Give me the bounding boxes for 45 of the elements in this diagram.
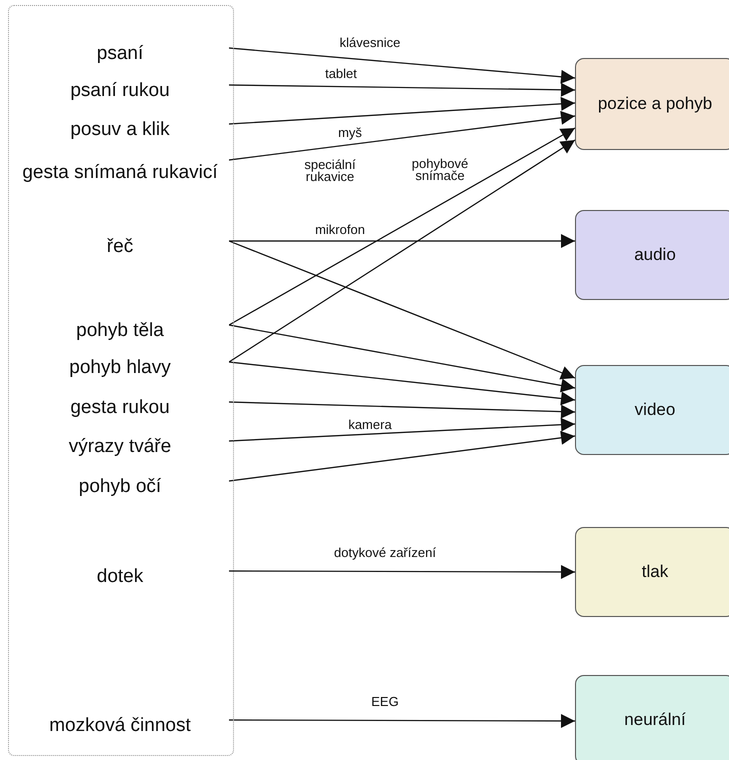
edge-label: myš <box>337 127 363 139</box>
arrow <box>228 96 576 125</box>
arrow <box>228 324 576 392</box>
arrow <box>228 401 576 419</box>
modality-box <box>575 675 729 760</box>
arrow <box>229 82 575 97</box>
input-name: psaní <box>96 45 144 63</box>
input-name: pohyb očí <box>78 478 162 496</box>
arrow <box>229 564 575 579</box>
arrow <box>228 110 576 161</box>
modality-box <box>575 58 729 150</box>
arrow <box>229 234 575 248</box>
input-name: pohyb těla <box>75 322 165 340</box>
arrow <box>228 418 576 442</box>
modality-box <box>575 527 729 617</box>
input-name: posuv a klik <box>69 121 171 139</box>
edge-label: EEG <box>370 696 400 708</box>
modality-box <box>575 365 729 455</box>
input-name: pohyb hlavy <box>68 359 172 377</box>
arrow <box>228 361 576 406</box>
input-name: psaní rukou <box>69 82 171 100</box>
edge-label: mikrofon <box>314 224 366 236</box>
edge-label: klávesnice <box>338 37 402 49</box>
dotted-group-frame <box>8 5 234 756</box>
input-name: gesta snímaná rukavicí <box>21 164 219 182</box>
edge-label: kamera <box>347 419 393 431</box>
input-name: dotek <box>96 568 144 586</box>
arrow <box>228 127 576 326</box>
edge-label: dotykové zařízení <box>333 547 437 559</box>
input-name: gesta rukou <box>69 399 171 417</box>
arrow <box>228 430 576 482</box>
arrow <box>229 714 575 728</box>
arrow <box>228 240 576 380</box>
modality-name: pozice a pohyb <box>598 94 712 114</box>
input-name: výrazy tváře <box>68 438 172 456</box>
input-name: mozková činnost <box>48 717 192 735</box>
modality-name: video <box>634 400 676 420</box>
modality-box <box>575 210 729 300</box>
arrow <box>228 140 576 362</box>
modality-name: tlak <box>642 562 668 582</box>
input-name: řeč <box>106 238 134 256</box>
modality-name: audio <box>634 245 676 265</box>
edge-label: tablet <box>324 68 358 80</box>
modality-name: neurální <box>624 710 686 730</box>
arrow <box>228 47 576 84</box>
